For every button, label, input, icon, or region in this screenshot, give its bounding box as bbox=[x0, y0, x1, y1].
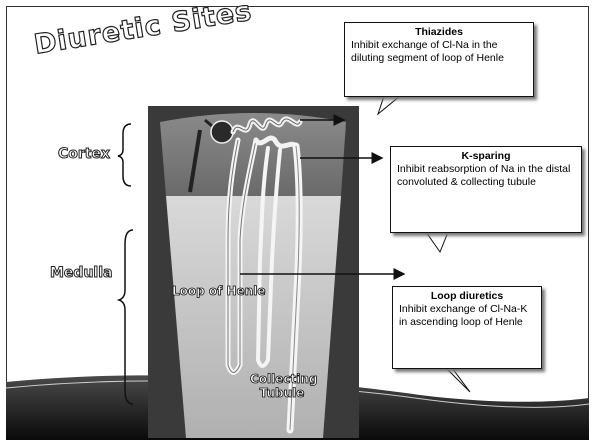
loop-diuretics-description: Inhibit exchange of Cl-Na-K in ascending… bbox=[399, 303, 527, 328]
k-sparing-callout-tail bbox=[426, 232, 448, 252]
loop-of-henle-label: Loop of Henle bbox=[172, 284, 266, 298]
thiazides-callout: Thiazides Inhibit exchange of Cl-Na in t… bbox=[344, 22, 534, 97]
thiazides-callout-tail bbox=[378, 96, 400, 114]
loop-diuretics-callout-tail bbox=[440, 368, 470, 392]
collecting-tubule-label-line1: Collecting bbox=[250, 372, 314, 386]
thiazides-description: Inhibit exchange of Cl-Na in the dilutin… bbox=[351, 39, 504, 64]
medulla-label: Medulla bbox=[50, 265, 112, 281]
collecting-tubule-label-line2: Tubule bbox=[250, 386, 314, 400]
cortex-brace bbox=[118, 124, 131, 186]
collecting-tubule-label: Collecting Tubule bbox=[250, 372, 314, 400]
cortex-label: Cortex bbox=[58, 146, 110, 162]
thiazides-title: Thiazides bbox=[351, 26, 527, 39]
medulla-zone bbox=[166, 196, 341, 438]
loop-diuretics-title: Loop diuretics bbox=[399, 290, 535, 303]
k-sparing-callout: K-sparing Inhibit reabsorption of Na in … bbox=[390, 146, 582, 233]
k-sparing-description: Inhibit reabsorption of Na in the distal… bbox=[397, 163, 570, 188]
glomerulus bbox=[211, 121, 233, 143]
k-sparing-title: K-sparing bbox=[397, 150, 575, 163]
loop-diuretics-callout: Loop diuretics Inhibit exchange of Cl-Na… bbox=[392, 286, 542, 369]
